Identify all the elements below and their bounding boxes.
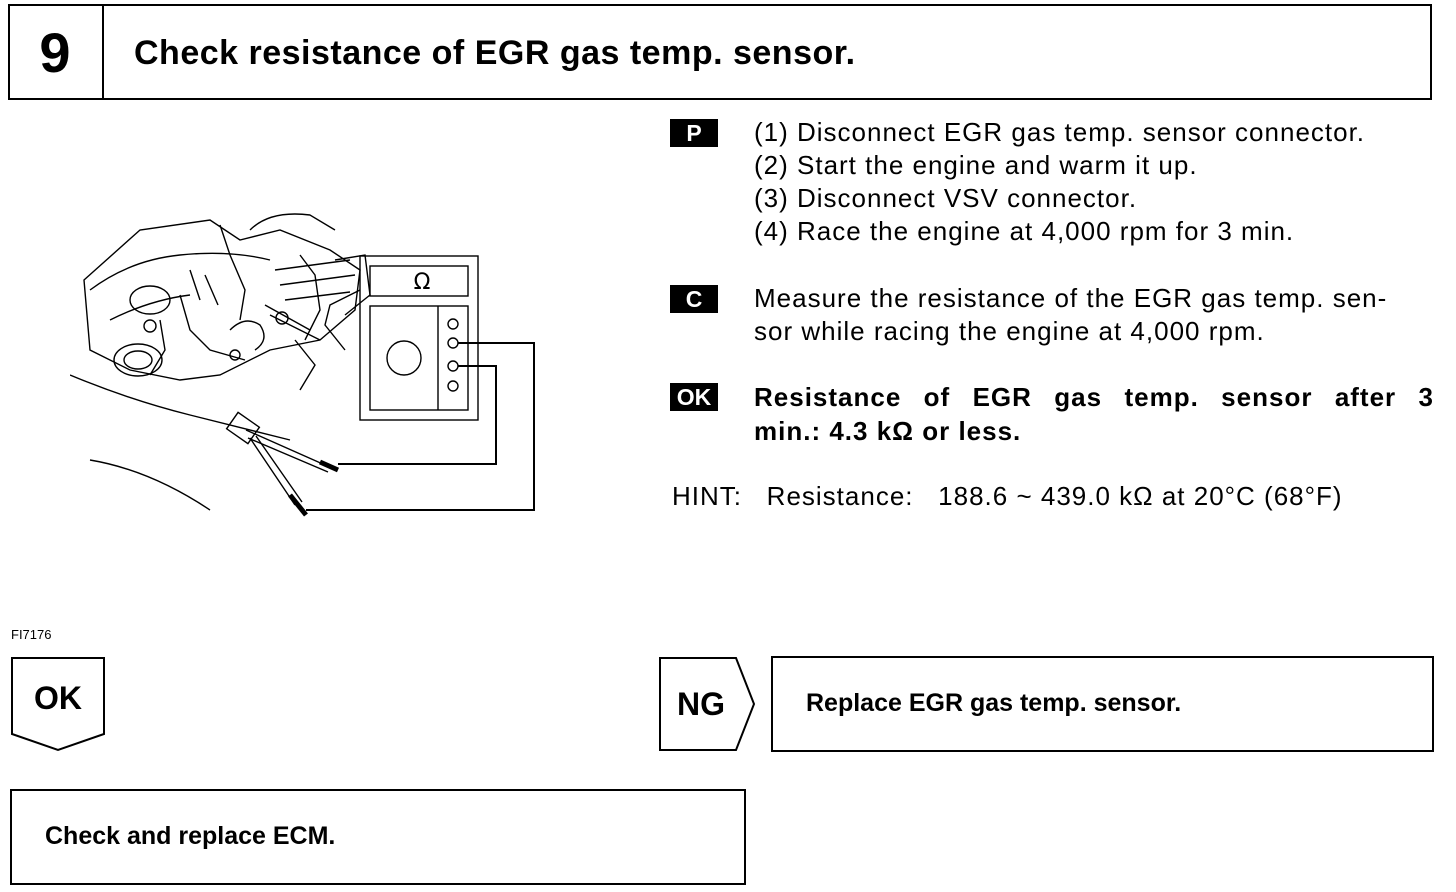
ok-result-shape — [11, 657, 105, 752]
probe-1 — [288, 493, 308, 517]
test-lead-1 — [306, 342, 535, 511]
ng-action-text: Replace EGR gas temp. sensor. — [806, 689, 1182, 717]
ok-result-label: OK — [34, 680, 82, 716]
probe-2 — [318, 459, 340, 473]
prep-badge: P — [670, 119, 718, 147]
sensor-connector — [225, 411, 261, 445]
prep-step-2: (2) Start the engine and warm it up. — [754, 150, 1198, 180]
prep-step-1: (1) Disconnect EGR gas temp. sensor conn… — [754, 117, 1366, 147]
spec-badge: OK — [670, 383, 718, 411]
check-text-line1: Measure the resistance of the EGR gas te… — [754, 283, 1388, 313]
ohmmeter-display — [369, 265, 469, 297]
check-text-line2: sor while racing the engine at 4,000 rpm… — [754, 316, 1265, 346]
figure-code: FI7176 — [11, 627, 52, 642]
step-header — [8, 4, 1432, 100]
hint-text: HINT: Resistance: 188.6 ~ 439.0 kΩ at 20… — [672, 481, 1343, 511]
step-title: Check resistance of EGR gas temp. sensor… — [134, 34, 856, 72]
prep-step-3: (3) Disconnect VSV connector. — [754, 183, 1138, 213]
test-lead-2 — [338, 365, 497, 465]
step-number: 9 — [8, 4, 104, 100]
ng-action-box — [771, 656, 1434, 752]
ng-result-shape — [659, 657, 756, 751]
ok-action-box — [10, 789, 746, 885]
ok-action-text: Check and replace ECM. — [45, 822, 336, 850]
check-badge: C — [670, 285, 718, 313]
ohmmeter-dial — [386, 340, 422, 376]
ohmmeter — [359, 255, 479, 421]
engine-ohmmeter-illustration: Ω — [70, 213, 535, 517]
ng-result-label: NG — [677, 686, 725, 722]
ohm-symbol: Ω — [414, 270, 431, 295]
spec-text-line2: min.: 4.3 kΩ or less. — [754, 416, 1022, 446]
spec-text-line1: Resistance of EGR gas temp. sensor after… — [754, 382, 1434, 412]
prep-step-4: (4) Race the engine at 4,000 rpm for 3 m… — [754, 216, 1295, 246]
